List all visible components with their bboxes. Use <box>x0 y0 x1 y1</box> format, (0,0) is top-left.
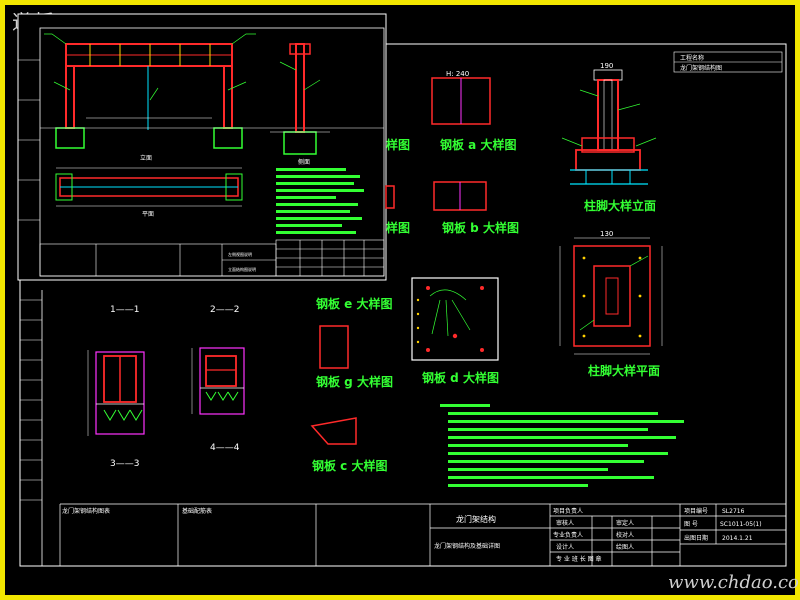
plate-g-detail: 钢板 g 大样图 <box>310 374 393 445</box>
plate-e-detail: 钢板 e 大样图 <box>316 296 393 369</box>
tb-date-label: 出图日期 <box>684 534 708 542</box>
inset-sheet <box>17 13 387 281</box>
lower-notes <box>440 404 684 487</box>
tb-drawing-no-label: 图 号 <box>684 521 698 528</box>
base-plate-detail: 钢板 d 大样图 <box>411 277 499 385</box>
tb-role-4: 专业负责人 <box>553 531 583 539</box>
column-foot-elevation-title: 柱脚大样立面 <box>584 198 656 213</box>
gantry-plan: 平面 <box>55 167 243 218</box>
watermark-bottom-right: www.chdao.com <box>668 572 800 593</box>
section-2: 2——2 4——4 <box>199 305 245 453</box>
section-3-label: 3——3 <box>110 459 139 469</box>
tb-date: 2014.1.21 <box>722 535 753 542</box>
section-1: 1——1 3——3 <box>95 305 145 469</box>
plate-a-detail: H: 240 钢板 a 大样图 <box>431 70 516 152</box>
inset-caption-right: 立面结构图说明 <box>228 266 256 272</box>
plate-b-title: 钢板 b 大样图 <box>442 220 519 235</box>
tb-left-caption: 龙门架钢结构图表 <box>62 507 110 515</box>
header-row2: 龙门架钢结构图 <box>680 64 722 72</box>
tb-mid-caption: 基础配筋表 <box>182 507 212 515</box>
plate-c-title: 钢板 c 大样图 <box>312 458 387 473</box>
partial-label-2: 样图 <box>386 220 410 235</box>
header-row1: 工程名称 <box>680 54 704 62</box>
plate-c-detail: 钢板 c 大样图 <box>312 458 387 473</box>
plate-d-title: 钢板 d 大样图 <box>422 370 499 385</box>
sheet-border <box>19 43 787 567</box>
side-title: 侧面 <box>298 158 310 166</box>
tb-role-5: 校对人 <box>616 531 634 539</box>
column-foot-dim: 190 <box>600 62 613 70</box>
plate-b-detail: 钢板 b 大样图 <box>433 181 519 235</box>
column-foot-plan-title: 柱脚大样平面 <box>588 363 660 378</box>
section-2-label: 2——2 <box>210 305 239 315</box>
tb-role-1: 项目负责人 <box>553 507 583 515</box>
inset-notes <box>276 168 364 234</box>
elevation-title: 立面 <box>140 154 152 162</box>
plate-e-title: 钢板 e 大样图 <box>316 296 393 311</box>
top-right-header <box>673 51 783 73</box>
tb-role-2: 审核人 <box>556 519 574 527</box>
gantry-elevation: 立面 <box>40 33 384 162</box>
plate-a-dim: H: 240 <box>446 70 469 78</box>
tb-role-7: 绘图人 <box>616 543 634 551</box>
tb-role-3: 审定人 <box>616 519 634 527</box>
title-block <box>59 503 786 566</box>
column-foot-plan: 130 柱脚大样平面 <box>559 230 663 378</box>
tb-drawing-title: 龙门架结构 <box>456 514 496 524</box>
section-1-label: 1——1 <box>110 305 139 315</box>
gantry-side: 侧面 <box>270 43 330 166</box>
tb-drawing-no: SC1011-05(1) <box>720 521 762 528</box>
tb-project-no-label: 项目编号 <box>684 507 708 515</box>
tb-role-6: 设计人 <box>556 543 574 551</box>
section-4-label: 4——4 <box>210 443 240 453</box>
partial-label-1: 样图 <box>386 137 410 152</box>
tb-footer-text: 专 业 班 长 图 章 <box>556 555 602 563</box>
inset-caption-left: 左侧视图说明 <box>228 251 252 257</box>
column-foot-elevation: 190 柱脚大样立面 <box>561 62 657 213</box>
left-margin-ticks <box>20 299 42 501</box>
tb-drawing-subtitle: 龙门架钢结构及基础详图 <box>434 542 500 550</box>
tb-project-no: SL2716 <box>722 508 745 515</box>
column-plan-dim: 130 <box>600 230 613 238</box>
plate-g-title: 钢板 g 大样图 <box>316 374 393 389</box>
plate-a-title: 钢板 a 大样图 <box>440 137 516 152</box>
plan-title: 平面 <box>142 211 154 218</box>
